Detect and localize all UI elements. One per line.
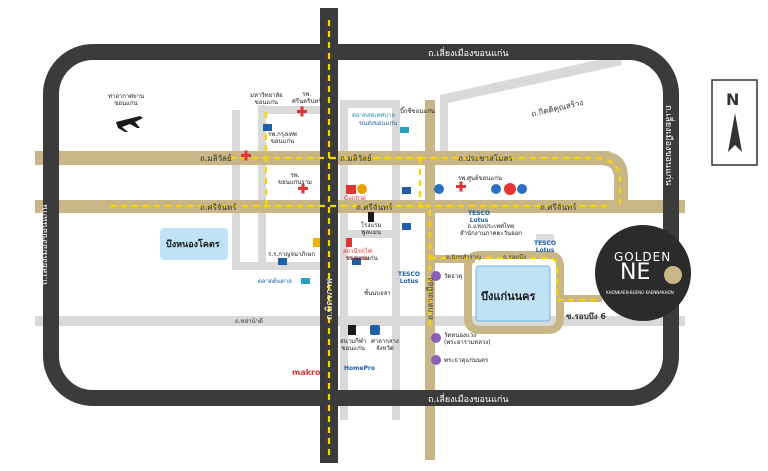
compass-letter: N	[726, 90, 740, 109]
srinagarind-hospital-label: รพ. ศรีนครินทร์	[292, 91, 322, 105]
srichan-left-label: ถ.ศรีจันทร์	[200, 203, 237, 212]
airport-label: ท่าอากาศยาน ขอนแก่น	[108, 93, 145, 107]
ring-road-top-label: ถ.เลี่ยงเมืองขอนแก่น	[428, 49, 509, 59]
kku-label: มหาวิทยาลัย ขอนแก่น	[250, 92, 283, 106]
train-station-label: สถานีรถไฟ ขอนแก่น	[343, 248, 372, 262]
homepro-label: HomePro	[344, 365, 375, 372]
makro-label: makro	[292, 368, 321, 377]
klangmuang-road-label: ถ.กลางเมือง	[426, 277, 435, 320]
lotus-station-label: ชั้นนบจลา	[364, 290, 391, 297]
lake-nong-khot-label: บึงหนองโคตร	[166, 240, 220, 250]
mittraphap-highway	[320, 8, 338, 463]
lake-kaen-nakhon	[475, 265, 551, 322]
compass-box	[711, 79, 758, 166]
soi-robbueng6-label: ซ.รอบบึง 6	[566, 312, 606, 321]
central-label: Central	[344, 195, 366, 202]
stadium-label: สนามกีฬา ขอนแก่น	[340, 338, 367, 352]
ring-road	[43, 44, 679, 406]
bus-terminal-label: ขนส่งขอนแก่น	[359, 120, 398, 127]
khonkaenram-hospital-label: รพ. ขอนแก่นราม	[278, 172, 312, 186]
lake-nong-khot	[160, 228, 228, 260]
wat-that-label: วัดธาตุ	[444, 273, 463, 280]
robinson-label: โรงแรม พูลแมน	[361, 222, 382, 236]
lake-kaen-nakhon-label: บึงแก่นนคร	[481, 290, 536, 303]
robbueng-label: ถ.รอบบึง	[503, 254, 526, 261]
maliwan-center-label: ถ.มลิวัลย์	[340, 154, 372, 163]
brand-tagline: KHONKAEN-BUENG KAENNAKHON	[606, 290, 674, 295]
srichan-center-label: ถ.ศรีจันทร์	[356, 203, 393, 212]
brand-o-icon	[664, 266, 682, 284]
brand-top-text: GOLDEN	[614, 250, 672, 264]
nikorn-samran-label: ถ.นิกรสำราญ	[446, 254, 482, 261]
minor-roads	[35, 55, 685, 420]
city-hall-label: ศาลากลาง จังหวัด	[371, 338, 399, 352]
route-path	[110, 20, 622, 455]
ring-road-left-label: ถ.เลี่ยงเมืองขอนแก่น	[40, 204, 50, 286]
airplane-icon	[116, 116, 143, 132]
school2-label: ร.ร.กาญจนาภิเษก	[268, 251, 315, 258]
tesco-top-label: TESCO Lotus	[468, 210, 491, 224]
bot-label: ธ.แห่งประเทศไทย สำนักงานภาคตะวันออก	[460, 223, 522, 237]
mittraphap-road-label: ถ.มิตรภาพ	[325, 278, 335, 320]
khonkaen-hospital-label: รพ.ศูนย์ขอนแก่น	[458, 175, 502, 182]
tesco-center-label: TESCO Lotus	[398, 271, 421, 285]
brand-circle	[595, 225, 691, 321]
ring-road-bottom-label: ถ.เลี่ยงเมืองขอนแก่น	[428, 395, 509, 405]
north-arrow-icon	[728, 113, 742, 152]
prachasamosorn-label: ถ.ประชาสโมสร	[458, 154, 513, 163]
big-c-label: บิ๊กซีขอนแก่น	[400, 108, 435, 115]
srichan-right-label: ถ.ศรีจันทร์	[540, 203, 577, 212]
ptt-market-label: ตลาดสดเทศบาล	[352, 112, 396, 119]
phra-that-label: พระธาตุแก่นนคร	[444, 357, 489, 364]
hospital-icons	[241, 106, 466, 194]
tesco-right-label: TESCO Lotus	[534, 240, 557, 254]
ring-road-right-label: ถ.เลี่ยงเมืองขอนแก่น	[663, 105, 673, 186]
school-label: รร.ขอนแก่น	[346, 255, 378, 262]
kumpawapee-hospital-label: รพ.กรุงเทพ ขอนแก่น	[268, 131, 297, 145]
bang-lamphu-label: ตลาดต้นตาล	[258, 278, 292, 285]
poi-icons	[263, 124, 554, 365]
brand-ne-text: NE	[620, 260, 651, 285]
maliwan-left-label: ถ.มลิวัลย์	[200, 154, 232, 163]
lao-na-di-label: ถ.หล่าน้าดี	[235, 318, 263, 325]
wat-nong-waeng-label: วัดหนองแวง (พระอารามหลวง)	[444, 332, 491, 346]
